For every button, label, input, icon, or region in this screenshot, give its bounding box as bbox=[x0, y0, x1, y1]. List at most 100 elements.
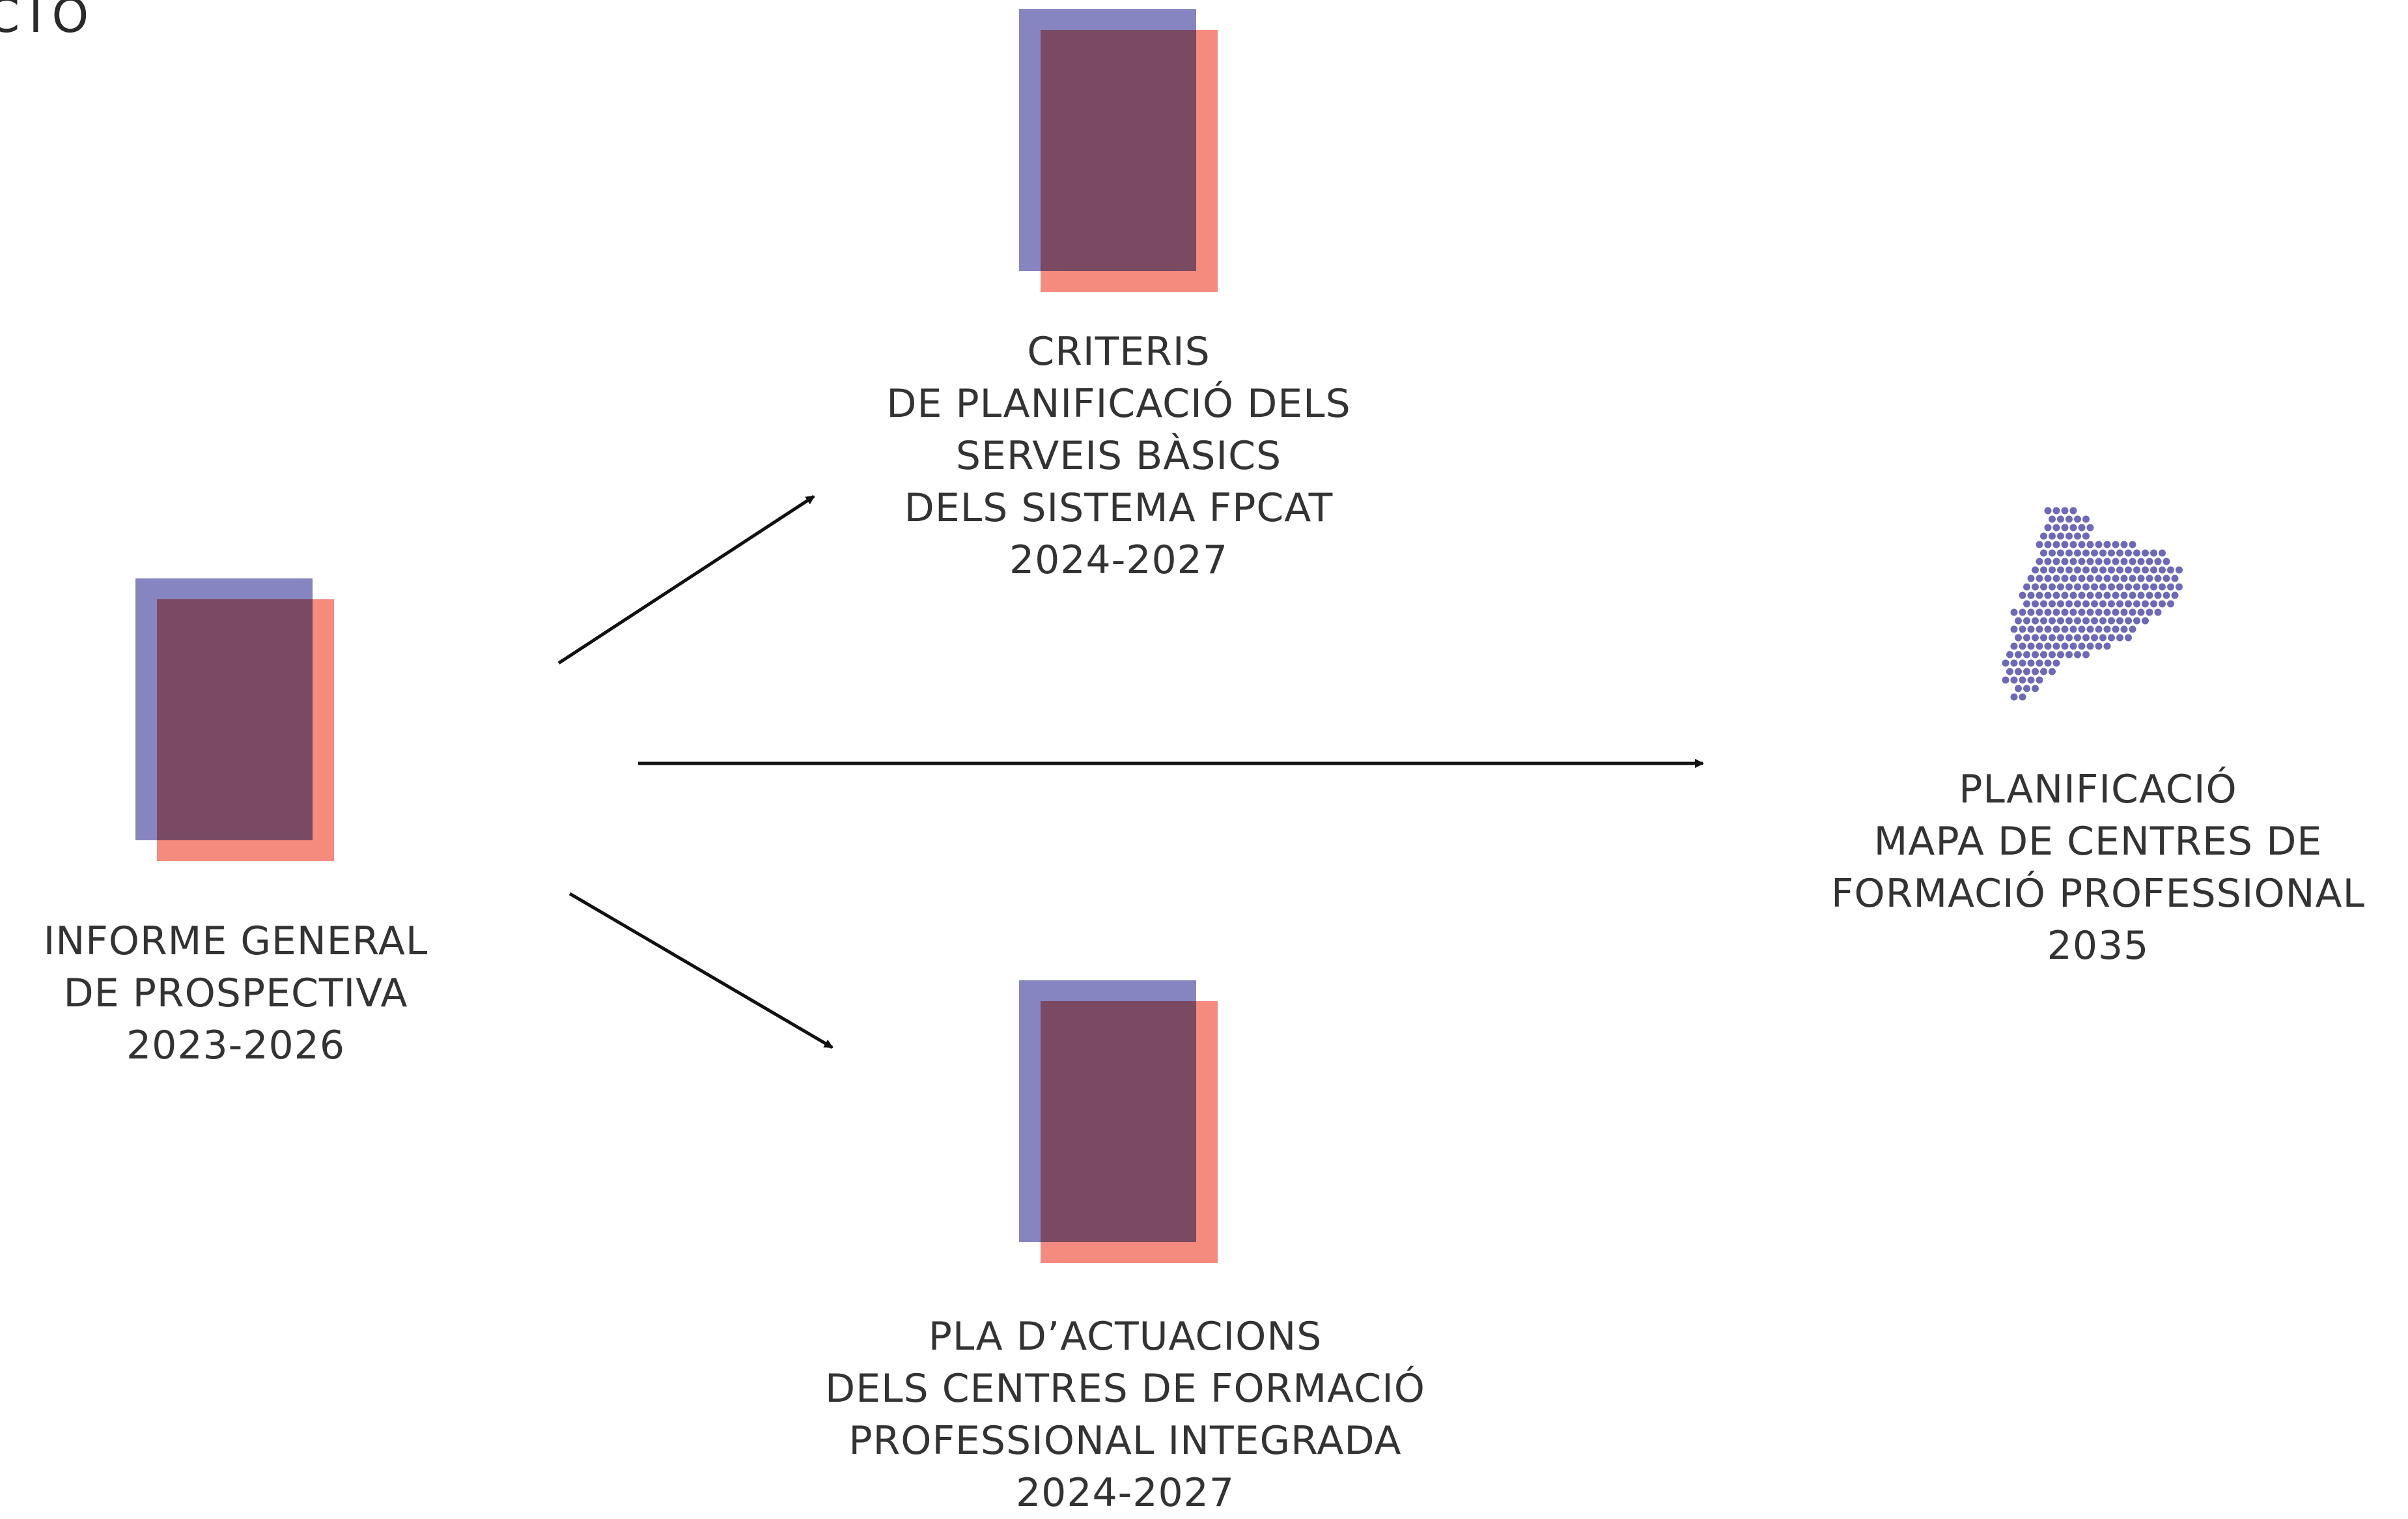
map-dot bbox=[2023, 600, 2030, 608]
map-dot bbox=[2154, 558, 2162, 565]
map-dot bbox=[2069, 524, 2077, 532]
map-dot bbox=[2095, 591, 2103, 599]
map-dot bbox=[2040, 532, 2047, 540]
map-dot bbox=[2040, 549, 2047, 557]
map-dot bbox=[2023, 668, 2030, 675]
map-dot bbox=[2027, 625, 2035, 633]
map-dot bbox=[2074, 549, 2081, 557]
map-dot bbox=[2019, 659, 2026, 667]
map-dot bbox=[2065, 549, 2073, 557]
map-dot bbox=[2036, 575, 2043, 582]
map-dot bbox=[2095, 575, 2103, 582]
map-dot bbox=[2069, 591, 2077, 599]
map-dot bbox=[2019, 642, 2026, 650]
map-dot bbox=[2044, 625, 2052, 633]
label-planificacio: PLANIFICACIÓ MAPA DE CENTRES DE FORMACIÓ… bbox=[1830, 767, 2366, 969]
map-dot bbox=[2049, 668, 2056, 675]
map-dot bbox=[2044, 507, 2052, 515]
map-dot bbox=[2023, 651, 2030, 659]
map-dot bbox=[2163, 591, 2170, 599]
map-dot bbox=[2044, 541, 2052, 548]
map-dot bbox=[2074, 600, 2081, 608]
map-dot bbox=[2040, 651, 2047, 659]
document-icon-informe bbox=[135, 578, 350, 865]
map-dot bbox=[2036, 659, 2043, 667]
map-dot bbox=[2120, 575, 2128, 582]
map-dot bbox=[2120, 591, 2128, 599]
map-dot bbox=[2129, 608, 2136, 616]
map-dot bbox=[2057, 532, 2064, 540]
map-dot bbox=[2061, 524, 2069, 532]
map-dot bbox=[2023, 685, 2030, 692]
map-dot bbox=[2095, 642, 2103, 650]
partial-heading: CIO bbox=[0, 0, 98, 43]
map-dot bbox=[2082, 617, 2090, 625]
map-dot bbox=[2116, 549, 2123, 557]
map-dot bbox=[2049, 566, 2056, 574]
map-dot bbox=[2015, 617, 2022, 625]
map-dot bbox=[2108, 549, 2115, 557]
map-dot bbox=[2036, 642, 2043, 650]
map-dot bbox=[2019, 608, 2026, 616]
map-dot bbox=[2142, 600, 2149, 608]
map-dot bbox=[2040, 600, 2047, 608]
map-dot bbox=[2010, 693, 2018, 701]
map-dot bbox=[2082, 532, 2090, 540]
map-dot bbox=[2137, 575, 2145, 582]
map-dot bbox=[2112, 575, 2120, 582]
map-dot bbox=[2027, 608, 2035, 616]
map-dot bbox=[2154, 575, 2162, 582]
map-dot bbox=[2116, 583, 2123, 591]
map-dot bbox=[2078, 541, 2086, 548]
map-dot bbox=[2027, 575, 2035, 582]
map-dot bbox=[2074, 532, 2081, 540]
map-dot bbox=[2086, 625, 2094, 633]
map-dot bbox=[2036, 558, 2043, 565]
map-dot bbox=[2052, 608, 2060, 616]
map-dot bbox=[2163, 558, 2170, 565]
map-dot bbox=[2120, 558, 2128, 565]
map-dot bbox=[2074, 566, 2081, 574]
map-dot bbox=[2082, 549, 2090, 557]
map-dot bbox=[2032, 617, 2039, 625]
map-dot bbox=[2061, 591, 2069, 599]
map-dot bbox=[2036, 676, 2043, 684]
map-dot bbox=[2032, 668, 2039, 675]
map-dot bbox=[2176, 566, 2183, 574]
map-dot bbox=[2120, 625, 2128, 633]
map-dot bbox=[2142, 617, 2149, 625]
map-dot bbox=[2040, 634, 2047, 642]
map-dot bbox=[2078, 642, 2086, 650]
map-dot bbox=[2036, 608, 2043, 616]
map-dot bbox=[2036, 625, 2043, 633]
map-dot bbox=[2061, 558, 2069, 565]
map-dot bbox=[2116, 634, 2123, 642]
map-dot bbox=[2133, 583, 2140, 591]
map-dot bbox=[2040, 583, 2047, 591]
map-dot bbox=[2052, 575, 2060, 582]
map-dot bbox=[2129, 591, 2136, 599]
map-dot bbox=[2103, 541, 2111, 548]
map-dot bbox=[2057, 634, 2064, 642]
map-dot bbox=[2082, 651, 2090, 659]
map-dot bbox=[2086, 608, 2094, 616]
map-dot bbox=[2052, 625, 2060, 633]
map-dot bbox=[2049, 532, 2056, 540]
map-dot bbox=[2099, 583, 2107, 591]
map-dot bbox=[2010, 625, 2018, 633]
map-dot bbox=[2086, 575, 2094, 582]
map-dot bbox=[2078, 591, 2086, 599]
map-dot bbox=[2142, 583, 2149, 591]
map-dot bbox=[2019, 591, 2026, 599]
map-dot bbox=[2015, 668, 2022, 675]
map-dot bbox=[2044, 524, 2052, 532]
map-dot bbox=[2069, 608, 2077, 616]
map-dot bbox=[2116, 566, 2123, 574]
document-icon-criteris bbox=[1019, 9, 1234, 296]
map-dot bbox=[2167, 600, 2174, 608]
map-dot bbox=[2129, 625, 2136, 633]
map-dot bbox=[2154, 591, 2162, 599]
arrow-to-criteris bbox=[557, 494, 815, 665]
map-dot bbox=[2069, 507, 2077, 515]
map-dot bbox=[2159, 549, 2166, 557]
